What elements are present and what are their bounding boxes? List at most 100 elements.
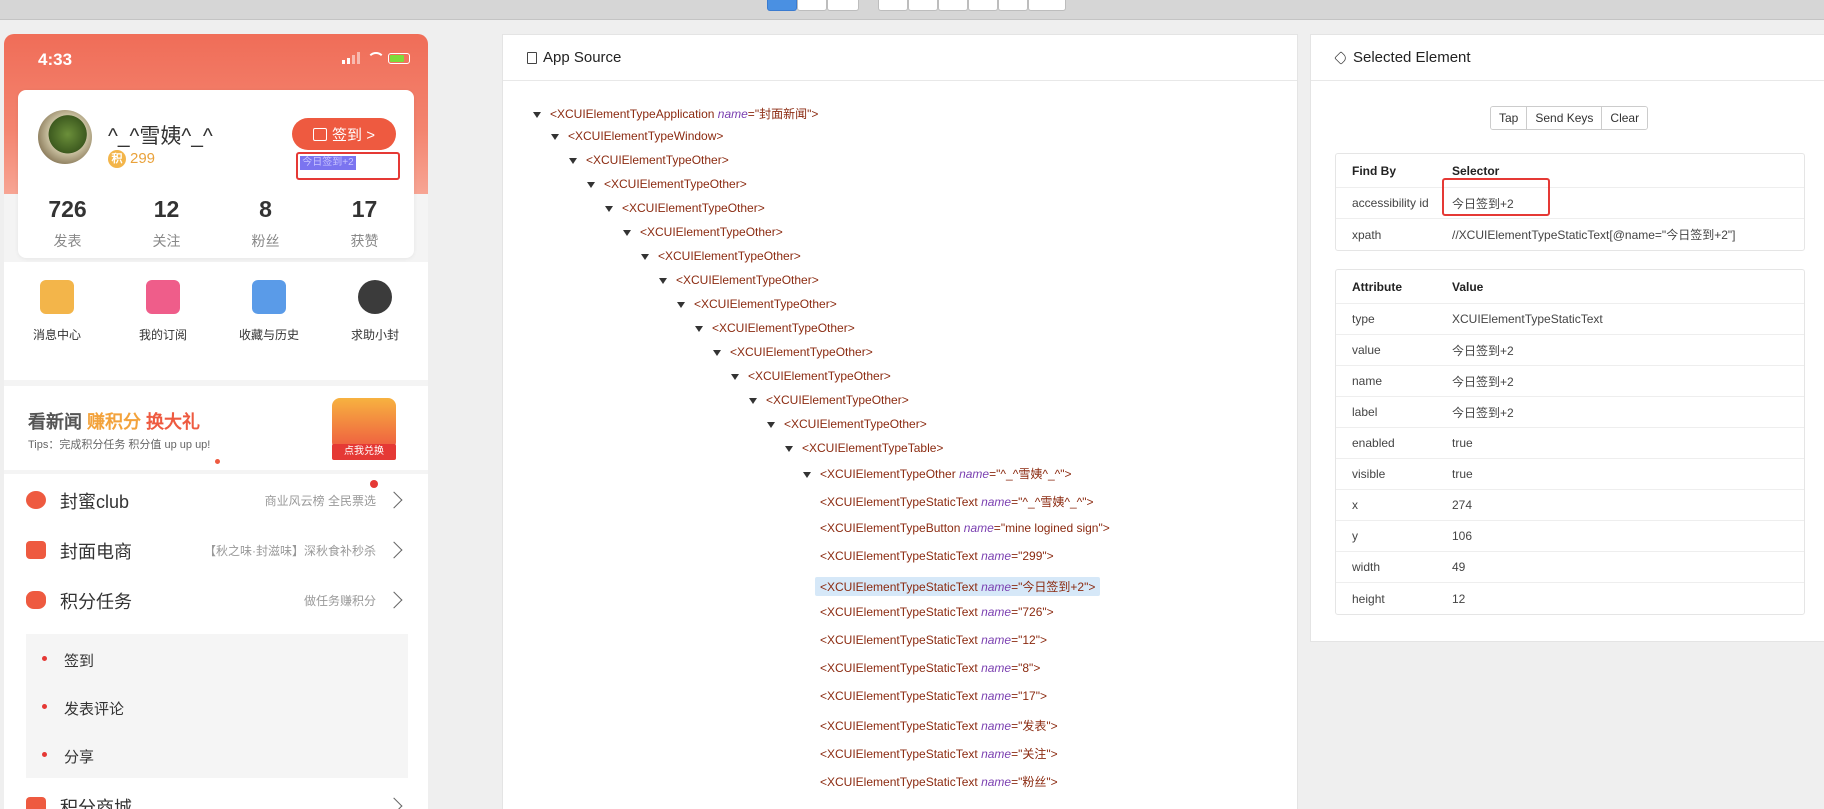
row-club[interactable]: 封蜜club 商业风云榜 全民票选 [4,474,428,524]
expand-triangle-icon[interactable] [731,373,739,380]
send-keys-button[interactable]: Send Keys [1527,107,1603,129]
expand-triangle-icon[interactable] [551,133,559,140]
balloon-icon [26,491,46,509]
tree-node[interactable]: <XCUIElementTypeStaticText name="17"> [820,689,1047,703]
shortcut-message-center[interactable]: 消息中心 [4,262,110,380]
signin-button[interactable]: 签到 > [292,118,396,150]
points-banner[interactable]: 看新闻 赚积分 换大礼 Tips：完成积分任务 积分值 up up up! 点我… [4,386,428,470]
tree-node[interactable]: <XCUIElementTypeApplication name="封面新闻"> [533,105,818,122]
quit-button[interactable] [1028,0,1066,11]
expand-triangle-icon[interactable] [713,349,721,356]
tree-node[interactable]: <XCUIElementTypeOther> [623,225,783,239]
findby-row[interactable]: xpath//XCUIElementTypeStaticText[@name="… [1352,227,1736,243]
select-mode-button[interactable] [767,0,797,11]
carousel-dot [215,459,220,464]
row-tasks[interactable]: 积分任务 做任务赚积分 [4,574,428,624]
expand-triangle-icon[interactable] [623,229,631,236]
swipe-mode-button[interactable] [797,0,827,11]
shortcut-subscriptions[interactable]: 我的订阅 [110,262,216,380]
tree-node[interactable]: <XCUIElementTypeWindow> [551,129,723,143]
tree-node[interactable]: <XCUIElementTypeOther> [713,345,873,359]
expand-triangle-icon[interactable] [587,181,595,188]
tree-node[interactable]: <XCUIElementTypeStaticText name="发表"> [820,719,1058,733]
tree-node[interactable]: <XCUIElementTypeStaticText name="^_^雪姨^_… [820,495,1094,509]
tree-node[interactable]: <XCUIElementTypeOther> [767,417,927,431]
avatar[interactable] [38,110,92,164]
expand-triangle-icon[interactable] [767,421,775,428]
expand-triangle-icon[interactable] [695,325,703,332]
expand-triangle-icon[interactable] [533,111,541,118]
tree-node[interactable]: <XCUIElementTypeTable> [785,441,943,455]
tap-button[interactable]: Tap [1491,107,1528,129]
row-ecommerce[interactable]: 封面电商 【秋之味·封滋味】深秋食补秒杀 [4,524,428,574]
expand-triangle-icon[interactable] [803,471,811,478]
tree-node[interactable]: <XCUIElementTypeStaticText name="粉丝"> [820,775,1058,789]
banner-title: 看新闻 赚积分 换大礼 [28,412,201,432]
message-center-icon [40,280,74,314]
tag-icon [1334,50,1348,65]
tree-node[interactable]: <XCUIElementTypeOther> [569,153,729,167]
back-button[interactable] [878,0,908,11]
signin-bonus-label: 今日签到+2 [300,156,356,170]
inspector-toolbar [0,0,1824,20]
expand-triangle-icon[interactable] [749,397,757,404]
bullet-icon [42,752,47,757]
subscription-icon [146,280,180,314]
tree-node[interactable]: <XCUIElementTypeOther> [605,201,765,215]
search-button[interactable] [968,0,998,11]
tree-node[interactable]: <XCUIElementTypeOther> [749,393,909,407]
tree-node[interactable]: <XCUIElementTypeStaticText name="12"> [820,633,1047,647]
tree-node[interactable]: <XCUIElementTypeOther> [695,321,855,335]
tree-node[interactable]: <XCUIElementTypeOther> [659,273,819,287]
clear-button[interactable]: Clear [1602,107,1648,129]
tap-mode-button[interactable] [827,0,859,11]
refresh-button[interactable] [908,0,938,11]
record-button[interactable] [938,0,968,11]
chevron-right-icon [385,491,403,509]
redeem-button[interactable]: 点我兑换 [332,444,396,460]
signal-icon [342,52,360,64]
tree-node[interactable]: <XCUIElementTypeOther> [587,177,747,191]
tree-node[interactable]: <XCUIElementTypeButton name="mine logine… [820,521,1110,535]
tree-node[interactable]: <XCUIElementTypeStaticText name="299"> [820,549,1054,563]
tree-node-selected[interactable]: <XCUIElementTypeStaticText name="今日签到+2"… [815,577,1101,596]
row-mall[interactable]: 积分商城 [4,780,428,809]
tree-node[interactable]: <XCUIElementTypeStaticText name="8"> [820,661,1041,675]
tree-node[interactable]: <XCUIElementTypeOther name="^_^雪姨^_^"> [803,465,1072,482]
task-share[interactable]: 分享 [26,730,408,778]
tree-node[interactable]: <XCUIElementTypeOther> [641,249,801,263]
tree-node[interactable]: <XCUIElementTypeOther> [677,297,837,311]
tree-node[interactable]: <XCUIElementTypeOther> [731,369,891,383]
expand-triangle-icon[interactable] [605,205,613,212]
favorites-icon [252,280,286,314]
expand-triangle-icon[interactable] [785,445,793,452]
expand-triangle-icon[interactable] [569,157,577,164]
selector-highlight-box [1442,178,1550,216]
task-comment[interactable]: 发表评论 [26,682,408,730]
shortcut-help[interactable]: 求助小封 [322,262,428,380]
task-signin[interactable]: 签到 [26,634,408,682]
tree-node[interactable]: <XCUIElementTypeStaticText name="726"> [820,605,1054,619]
expand-triangle-icon[interactable] [659,277,667,284]
shortcut-favorites[interactable]: 收藏与历史 [216,262,322,380]
expand-triangle-icon[interactable] [641,253,649,260]
banner-tips: Tips：完成积分任务 积分值 up up up! [28,439,211,451]
tree-node[interactable]: <XCUIElementTypeStaticText name="关注"> [820,747,1058,761]
expand-triangle-icon[interactable] [677,301,685,308]
gift-icon [332,398,396,450]
copy-button[interactable] [998,0,1028,11]
